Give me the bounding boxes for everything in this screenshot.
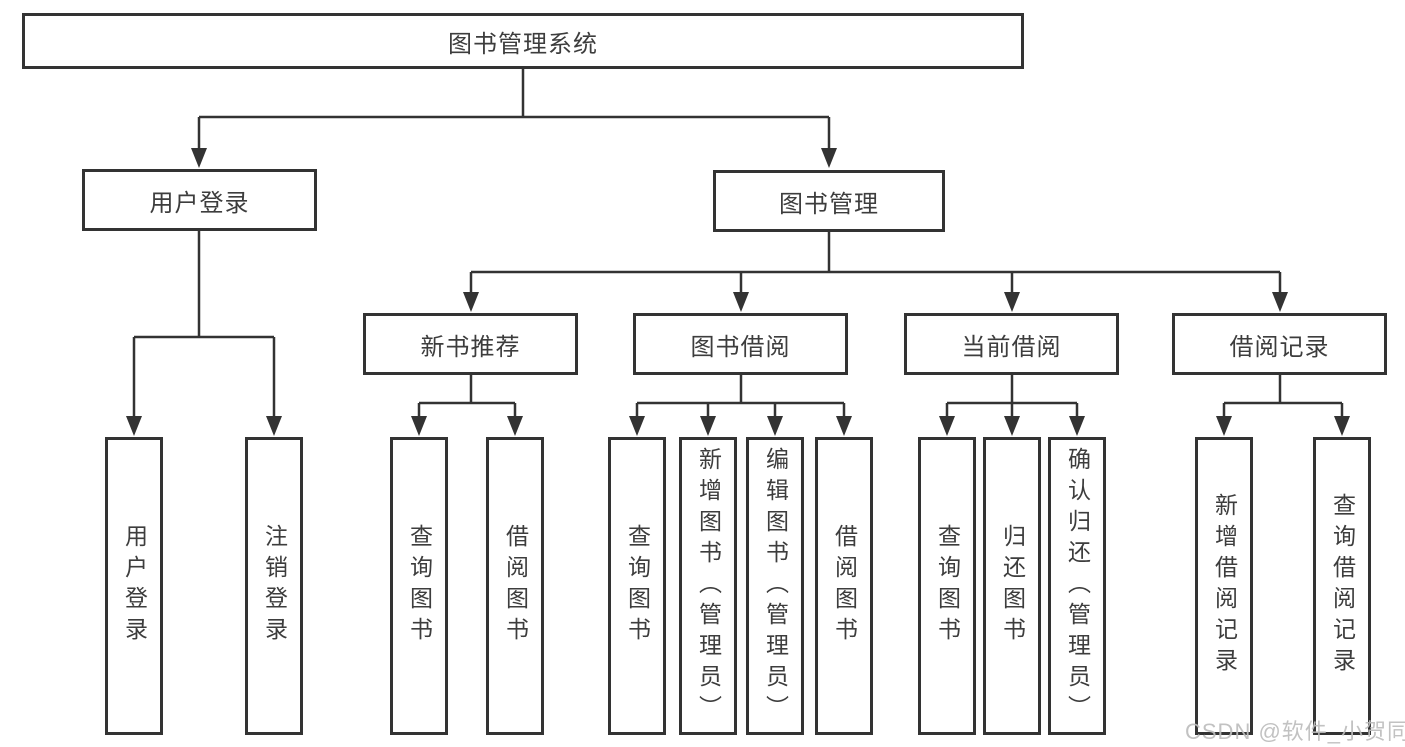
leaf-label: 确认归还（管理员） (1064, 446, 1091, 726)
node-leaf-query-borrow-record: 查询借阅记录 (1313, 437, 1371, 735)
node-new-book-recommend: 新书推荐 (363, 313, 578, 375)
node-leaf-borrow-book: 借阅图书 (486, 437, 544, 735)
connector-book-borrow-to-leaves (635, 375, 846, 417)
connector-new-book-recommend-to-leaves (417, 375, 517, 417)
leaf-label: 查询图书 (624, 524, 651, 648)
leaf-label: 借阅图书 (831, 524, 858, 648)
node-library-management-system: 图书管理系统 (22, 13, 1024, 69)
connector-borrow-records-to-leaves (1222, 375, 1344, 417)
connector-book-management-to-level3 (469, 232, 1282, 293)
node-leaf-query-book: 查询图书 (390, 437, 448, 735)
leaf-label: 查询图书 (934, 524, 961, 648)
node-book-borrow: 图书借阅 (633, 313, 848, 375)
node-leaf-borrow-book: 借阅图书 (815, 437, 873, 735)
leaf-label: 查询图书 (406, 524, 433, 648)
node-leaf-query-book: 查询图书 (918, 437, 976, 735)
leaf-label: 编辑图书（管理员） (762, 446, 789, 726)
node-borrow-records: 借阅记录 (1172, 313, 1387, 375)
connector-root-to-level2 (197, 69, 831, 149)
node-leaf-add-book-admin: 新增图书（管理员） (679, 437, 737, 735)
node-leaf-return-book: 归还图书 (983, 437, 1041, 735)
connector-current-borrow-to-leaves (945, 375, 1079, 417)
node-leaf-confirm-return-admin: 确认归还（管理员） (1048, 437, 1106, 735)
leaf-label: 借阅图书 (502, 524, 529, 648)
leaf-label: 新增借阅记录 (1211, 493, 1238, 679)
leaf-label: 归还图书 (999, 524, 1026, 648)
leaf-label: 查询借阅记录 (1329, 493, 1356, 679)
node-leaf-query-book: 查询图书 (608, 437, 666, 735)
node-leaf-add-borrow-record: 新增借阅记录 (1195, 437, 1253, 735)
leaf-label: 注销登录 (261, 524, 288, 648)
csdn-watermark: CSDN @软件_小贺同学 (1185, 719, 1405, 744)
leaf-label: 用户登录 (121, 524, 148, 648)
node-leaf-logout-login: 注销登录 (245, 437, 303, 735)
node-leaf-edit-book-admin: 编辑图书（管理员） (746, 437, 804, 735)
arrowheads (126, 148, 1350, 436)
node-current-borrow: 当前借阅 (904, 313, 1119, 375)
leaf-label: 新增图书（管理员） (695, 446, 722, 726)
node-leaf-user-login: 用户登录 (105, 437, 163, 735)
node-user-login-branch: 用户登录 (82, 169, 317, 231)
node-book-management: 图书管理 (713, 170, 945, 232)
connector-user-login-to-leaves (132, 231, 276, 417)
